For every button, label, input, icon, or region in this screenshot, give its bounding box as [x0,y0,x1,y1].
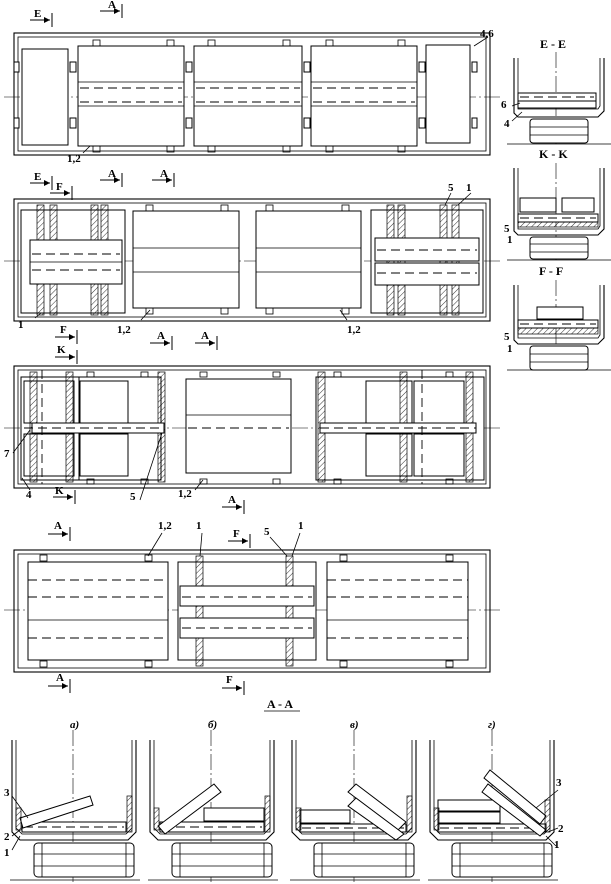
view4-markers: A 1,2 1 F 5 1 A F [47,520,304,696]
marker-f-v2: F [56,181,63,193]
marker-k-v3: K [55,485,64,497]
view2-markers: E F A A 5 1 1 F 1,2 1,2 A A K [18,168,472,365]
callout-5-v2: 5 [448,182,454,194]
marker-e-top: E [34,8,41,20]
plan-view-1 [4,32,500,156]
callout-1-2-v4: 1,2 [158,520,172,532]
plan-view-3 [4,365,500,501]
callout-3-g: 3 [556,777,562,789]
callout-1-2-v2b: 1,2 [347,324,361,336]
callout-4-ee: 4 [504,118,510,130]
callout-1-2-v1: 1,2 [67,153,81,165]
marker-a-v2a: A [108,168,116,180]
section-a-a-variant-b: б) [148,719,278,882]
callout-6: 6 [501,99,507,111]
marker-a-top: A [108,0,116,11]
callout-4-v3: 4 [26,489,32,501]
marker-a-v2c: A [157,330,165,342]
callout-5-ff: 5 [504,331,510,343]
section-a-a-variant-g: г) 3 2 1 [428,719,564,882]
callout-1-v4b: 1 [298,520,304,532]
variant-label-v: в) [350,719,359,731]
section-a-a-variant-a: а) 3 2 1 [4,719,140,882]
plan-view-4 [4,532,500,673]
callout-1-2-v3: 1,2 [178,488,192,500]
callout-2-a: 2 [4,831,10,843]
marker-a-v4-top: A [54,520,62,532]
section-e-e: E - E 6 4 [501,37,611,145]
title-a-a: A - A [267,697,293,711]
title-e-e: E - E [540,37,566,51]
callout-4-6: 4,6 [480,28,494,40]
plan-view-2 [4,192,500,322]
marker-a-v2d: A [201,330,209,342]
section-f-f: F - F 5 1 [504,264,611,371]
marker-f-v4-bottom: F [226,674,233,686]
callout-1-v2-bottom: 1 [18,319,24,331]
marker-f-v4-top: F [233,528,240,540]
variant-label-a: а) [70,719,79,731]
title-f-f: F - F [539,264,563,278]
marker-k-v2: K [57,344,66,356]
marker-e-v2: E [34,171,41,183]
callout-1-ff: 1 [507,343,513,355]
section-a-a-variant-v: в) [290,719,420,882]
marker-a-v3: A [228,494,236,506]
callout-3-a: 3 [4,787,10,799]
callout-5-v3: 5 [130,491,136,503]
marker-a-v4-bottom: A [56,672,64,684]
callout-7: 7 [4,448,10,460]
callout-1-a: 1 [4,847,10,859]
view1-markers: E A 4,6 1,2 [29,0,494,165]
callout-1-kk: 1 [507,234,513,246]
callout-1-v4a: 1 [196,520,202,532]
variant-label-g: г) [488,719,496,731]
section-k-k: K - K 5 1 [504,147,611,261]
callout-1-g: 1 [554,839,560,851]
callout-5-v4: 5 [264,526,270,538]
view3-markers: 7 4 K 5 1,2 A [4,448,245,515]
variant-label-b: б) [208,719,217,731]
title-k-k: K - K [539,147,568,161]
callout-2-g: 2 [558,823,564,835]
marker-a-v2b: A [160,168,168,180]
callout-5-kk: 5 [504,223,510,235]
callout-1-2-v2a: 1,2 [117,324,131,336]
callout-1-v2: 1 [466,182,472,194]
marker-f-v2-bottom: F [60,324,67,336]
